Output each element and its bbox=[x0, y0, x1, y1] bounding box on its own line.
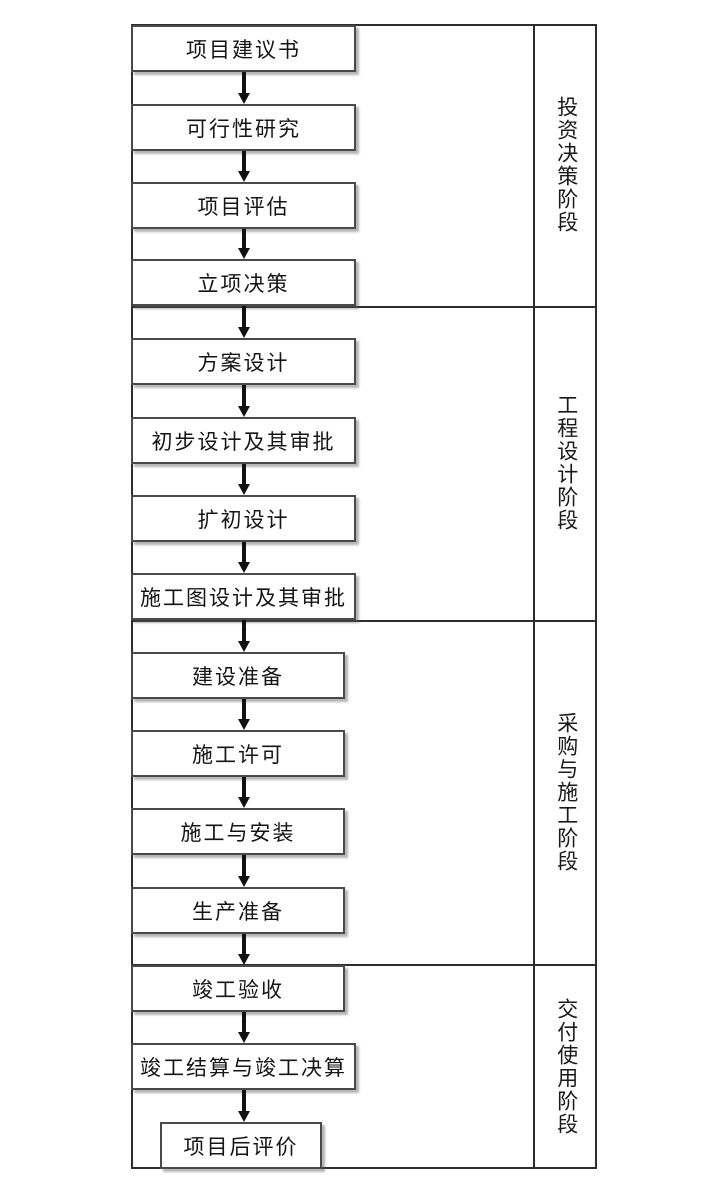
process-node-feasibility-study[interactable]: 可行性研究 bbox=[131, 104, 356, 151]
process-node-label: 立项决策 bbox=[197, 271, 290, 296]
process-node-label: 项目后评价 bbox=[183, 1134, 299, 1159]
process-node-label: 建设准备 bbox=[192, 664, 284, 689]
process-node-construction-and-installation[interactable]: 施工与安装 bbox=[131, 808, 345, 855]
section-divider-2 bbox=[131, 620, 597, 622]
process-node-project-proposal[interactable]: 项目建议书 bbox=[131, 25, 356, 72]
process-node-label: 施工图设计及其审批 bbox=[140, 585, 347, 610]
process-node-label: 施工与安装 bbox=[180, 820, 296, 845]
process-node-label: 方案设计 bbox=[197, 350, 290, 375]
section-divider-3 bbox=[131, 964, 597, 966]
process-node-preliminary-design-approval[interactable]: 初步设计及其审批 bbox=[131, 417, 356, 464]
process-node-final-settlement-and-final-account[interactable]: 竣工结算与竣工决算 bbox=[131, 1043, 356, 1090]
process-node-label: 初步设计及其审批 bbox=[151, 429, 336, 454]
process-node-label: 竣工验收 bbox=[192, 977, 284, 1002]
process-node-production-preparation[interactable]: 生产准备 bbox=[131, 887, 345, 934]
process-node-label: 项目建议书 bbox=[186, 37, 301, 62]
process-node-label: 扩初设计 bbox=[197, 507, 290, 532]
process-node-construction-preparation[interactable]: 建设准备 bbox=[131, 652, 345, 699]
process-node-scheme-design[interactable]: 方案设计 bbox=[131, 338, 356, 385]
process-node-post-project-evaluation[interactable]: 项目后评价 bbox=[160, 1122, 322, 1169]
process-node-label: 竣工结算与竣工决算 bbox=[140, 1055, 347, 1080]
process-node-label: 项目评估 bbox=[197, 194, 290, 219]
process-node-label: 生产准备 bbox=[192, 899, 284, 924]
process-node-completion-acceptance[interactable]: 竣工验收 bbox=[131, 965, 345, 1012]
process-node-project-approval-decision[interactable]: 立项决策 bbox=[131, 259, 356, 306]
process-node-label: 可行性研究 bbox=[186, 116, 301, 141]
process-node-project-appraisal[interactable]: 项目评估 bbox=[131, 182, 356, 229]
process-node-extended-preliminary-design[interactable]: 扩初设计 bbox=[131, 495, 356, 542]
process-node-construction-drawing-design-approval[interactable]: 施工图设计及其审批 bbox=[131, 573, 356, 620]
process-node-label: 施工许可 bbox=[192, 742, 284, 767]
section-divider-1 bbox=[131, 306, 597, 308]
process-node-construction-permit[interactable]: 施工许可 bbox=[131, 730, 345, 777]
label-column-divider bbox=[533, 24, 535, 1169]
